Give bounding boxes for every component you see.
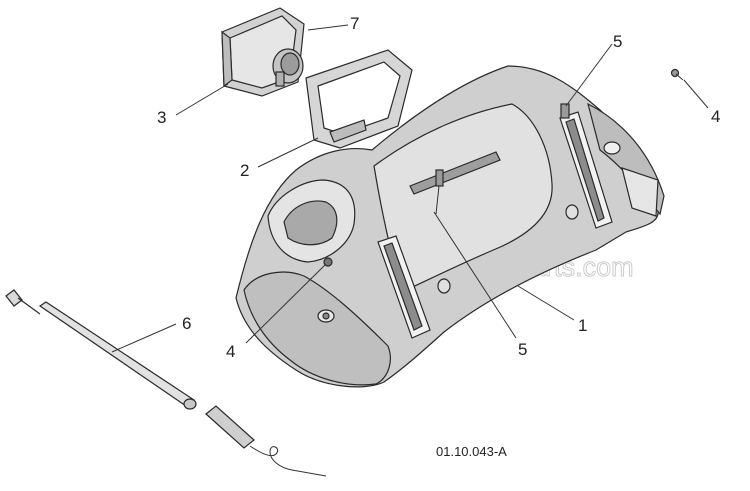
callout-labels: 3 7 2 5 4 4 5 1 6 <box>157 14 720 361</box>
callout-5-upper: 5 <box>613 32 622 51</box>
callout-2: 2 <box>240 161 249 180</box>
callout-7: 7 <box>350 14 359 33</box>
headlight-bezel-part <box>305 49 413 149</box>
diagram-reference-code: 01.10.043-A <box>436 444 507 459</box>
callout-5-lower: 5 <box>518 340 527 359</box>
clip-centre-part <box>435 169 444 215</box>
cable-part <box>5 289 327 477</box>
callout-3: 3 <box>157 108 166 127</box>
bulb-socket-part <box>272 48 304 87</box>
clip-upper-part <box>560 103 570 119</box>
callout-1: 1 <box>578 316 587 335</box>
callout-6: 6 <box>182 314 191 333</box>
callout-4-left: 4 <box>226 342 235 361</box>
screw-part <box>670 68 684 81</box>
callout-4-right: 4 <box>711 107 720 126</box>
leader-lines <box>111 24 709 353</box>
dash-shroud-part <box>235 65 665 388</box>
